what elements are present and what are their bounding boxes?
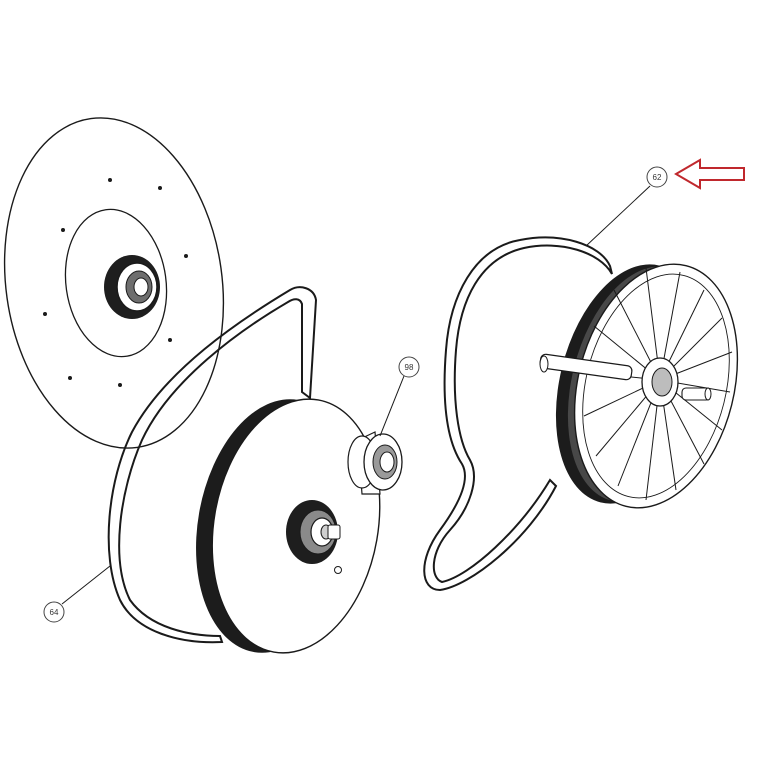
callout-62-label: 62 — [653, 173, 662, 182]
large-disc — [3, 117, 225, 449]
left-arrow-icon — [674, 158, 745, 190]
wheel-hub — [539, 353, 712, 407]
left-belt — [107, 286, 318, 644]
leader-line-64 — [61, 565, 111, 605]
callout-64: 64 — [43, 601, 65, 623]
leader-line-62 — [585, 185, 651, 247]
idler-bearing — [347, 431, 403, 495]
spoked-wheel — [539, 263, 739, 509]
pulley-hub — [286, 500, 341, 564]
disc-hub — [104, 255, 160, 319]
callout-62: 62 — [646, 166, 668, 188]
callout-98-label: 98 — [405, 363, 414, 372]
callout-64-label: 64 — [50, 608, 59, 617]
center-pulley — [196, 398, 381, 654]
leader-line-98 — [379, 375, 405, 437]
right-belt — [423, 236, 613, 592]
disc-bolt-holes — [43, 178, 188, 387]
callout-98: 98 — [398, 356, 420, 378]
